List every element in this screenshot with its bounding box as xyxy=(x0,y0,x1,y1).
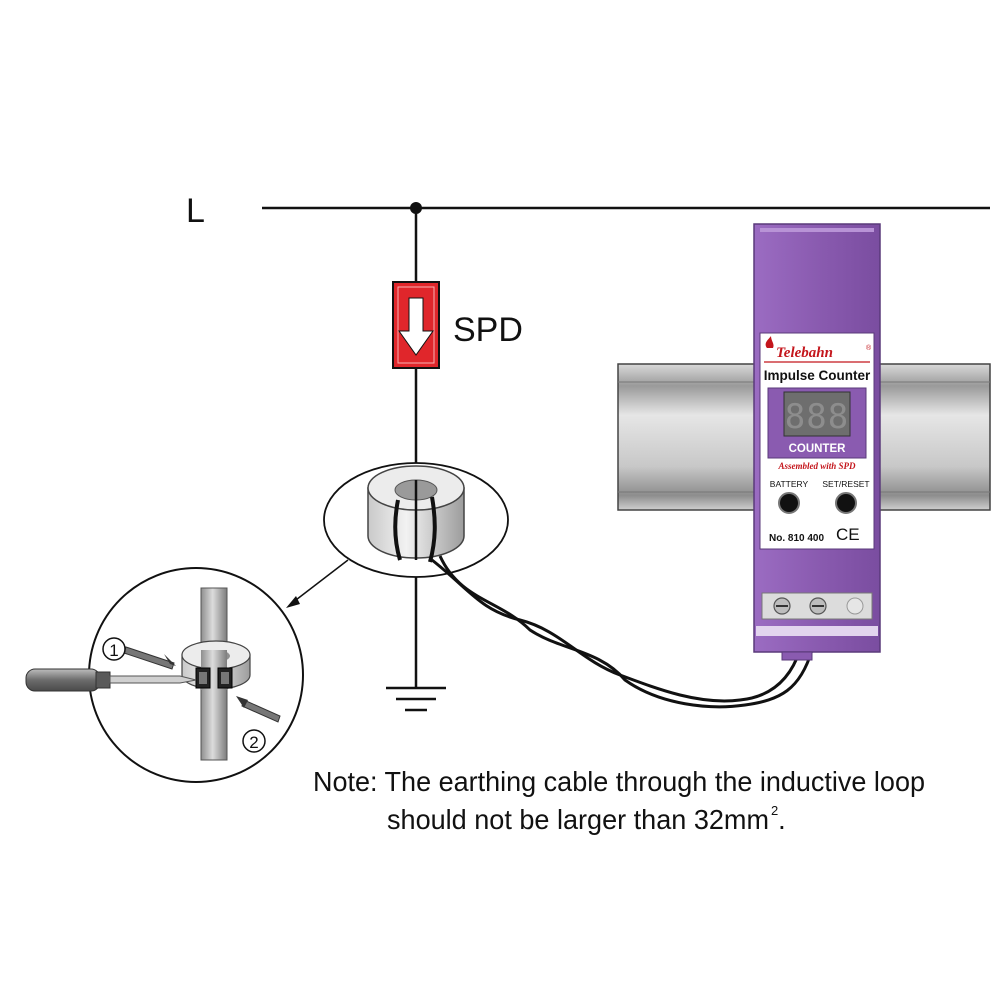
impulse-counter-device: Telebahn ® Impulse Counter 888 COUNTER A… xyxy=(753,223,881,661)
installation-detail: 1 2 xyxy=(25,587,281,761)
twisted-sensor-cable xyxy=(431,555,814,709)
flame-icon xyxy=(765,336,774,348)
screwdriver-icon xyxy=(25,668,197,692)
counter-display xyxy=(783,391,851,437)
step2-marker xyxy=(242,729,266,753)
step1-marker xyxy=(102,637,126,661)
set-reset-button[interactable] xyxy=(835,492,857,514)
ce-mark-icon: CE xyxy=(836,525,860,544)
step2-label: 2 xyxy=(249,733,258,752)
note-superscript: 2 xyxy=(771,803,778,818)
device-title: Impulse Counter xyxy=(764,368,871,383)
earth-ground-icon xyxy=(386,686,446,712)
battery-button[interactable] xyxy=(778,492,800,514)
note-line-2: should not be larger than 32mm xyxy=(387,804,769,835)
inductive-loop xyxy=(367,465,465,563)
terminal-indicator xyxy=(846,597,864,615)
telebahn-logo: Telebahn ® xyxy=(765,336,872,361)
part-number: No. 810 400 xyxy=(769,533,824,544)
line-label: L xyxy=(186,192,205,230)
assembled-label: Assembled with SPD xyxy=(777,461,856,471)
battery-label: BATTERY xyxy=(770,479,809,489)
counter-label: COUNTER xyxy=(789,443,847,455)
brand-name: Telebahn xyxy=(776,345,833,361)
spd-arrow-icon xyxy=(398,297,434,356)
reset-label: SET/RESET xyxy=(822,479,869,489)
step1-label: 1 xyxy=(109,641,118,660)
spd-symbol xyxy=(392,281,440,369)
spd-label: SPD xyxy=(453,311,523,349)
callout-leader xyxy=(291,559,349,604)
callout-arrowhead-icon xyxy=(286,596,300,608)
terminal-screw-1 xyxy=(773,597,791,615)
note-line-1: Note: The earthing cable through the ind… xyxy=(313,766,925,797)
display-digits: 888 xyxy=(785,397,849,437)
note-period: . xyxy=(778,804,786,835)
registered-mark: ® xyxy=(866,344,872,352)
note-line-2-group: should not be larger than 32mm 2 . xyxy=(387,803,786,835)
terminal-screw-2 xyxy=(809,597,827,615)
